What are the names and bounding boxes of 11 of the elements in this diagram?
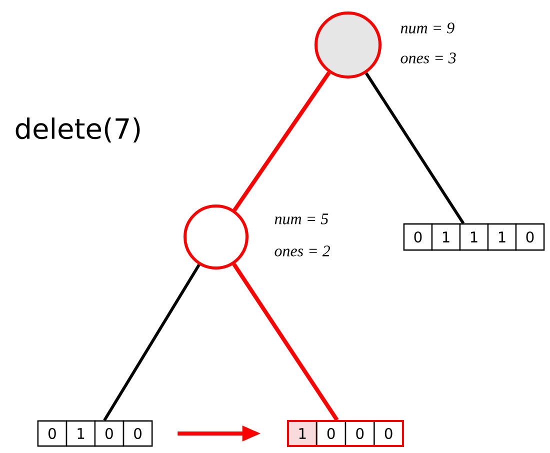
node-annotation: num = 5	[274, 214, 328, 224]
tree-edge	[232, 71, 331, 212]
tree-node-circle	[314, 12, 382, 78]
operation-label: delete(7)	[16, 118, 140, 142]
tree-edge	[364, 72, 465, 224]
tree-edge	[103, 264, 200, 422]
tree-node-circle	[184, 204, 248, 270]
node-annotation: num = 9	[400, 22, 454, 34]
tree-edge	[232, 263, 339, 422]
node-annotation: ones = 2	[274, 246, 330, 256]
node-annotation: ones = 3	[400, 52, 456, 64]
